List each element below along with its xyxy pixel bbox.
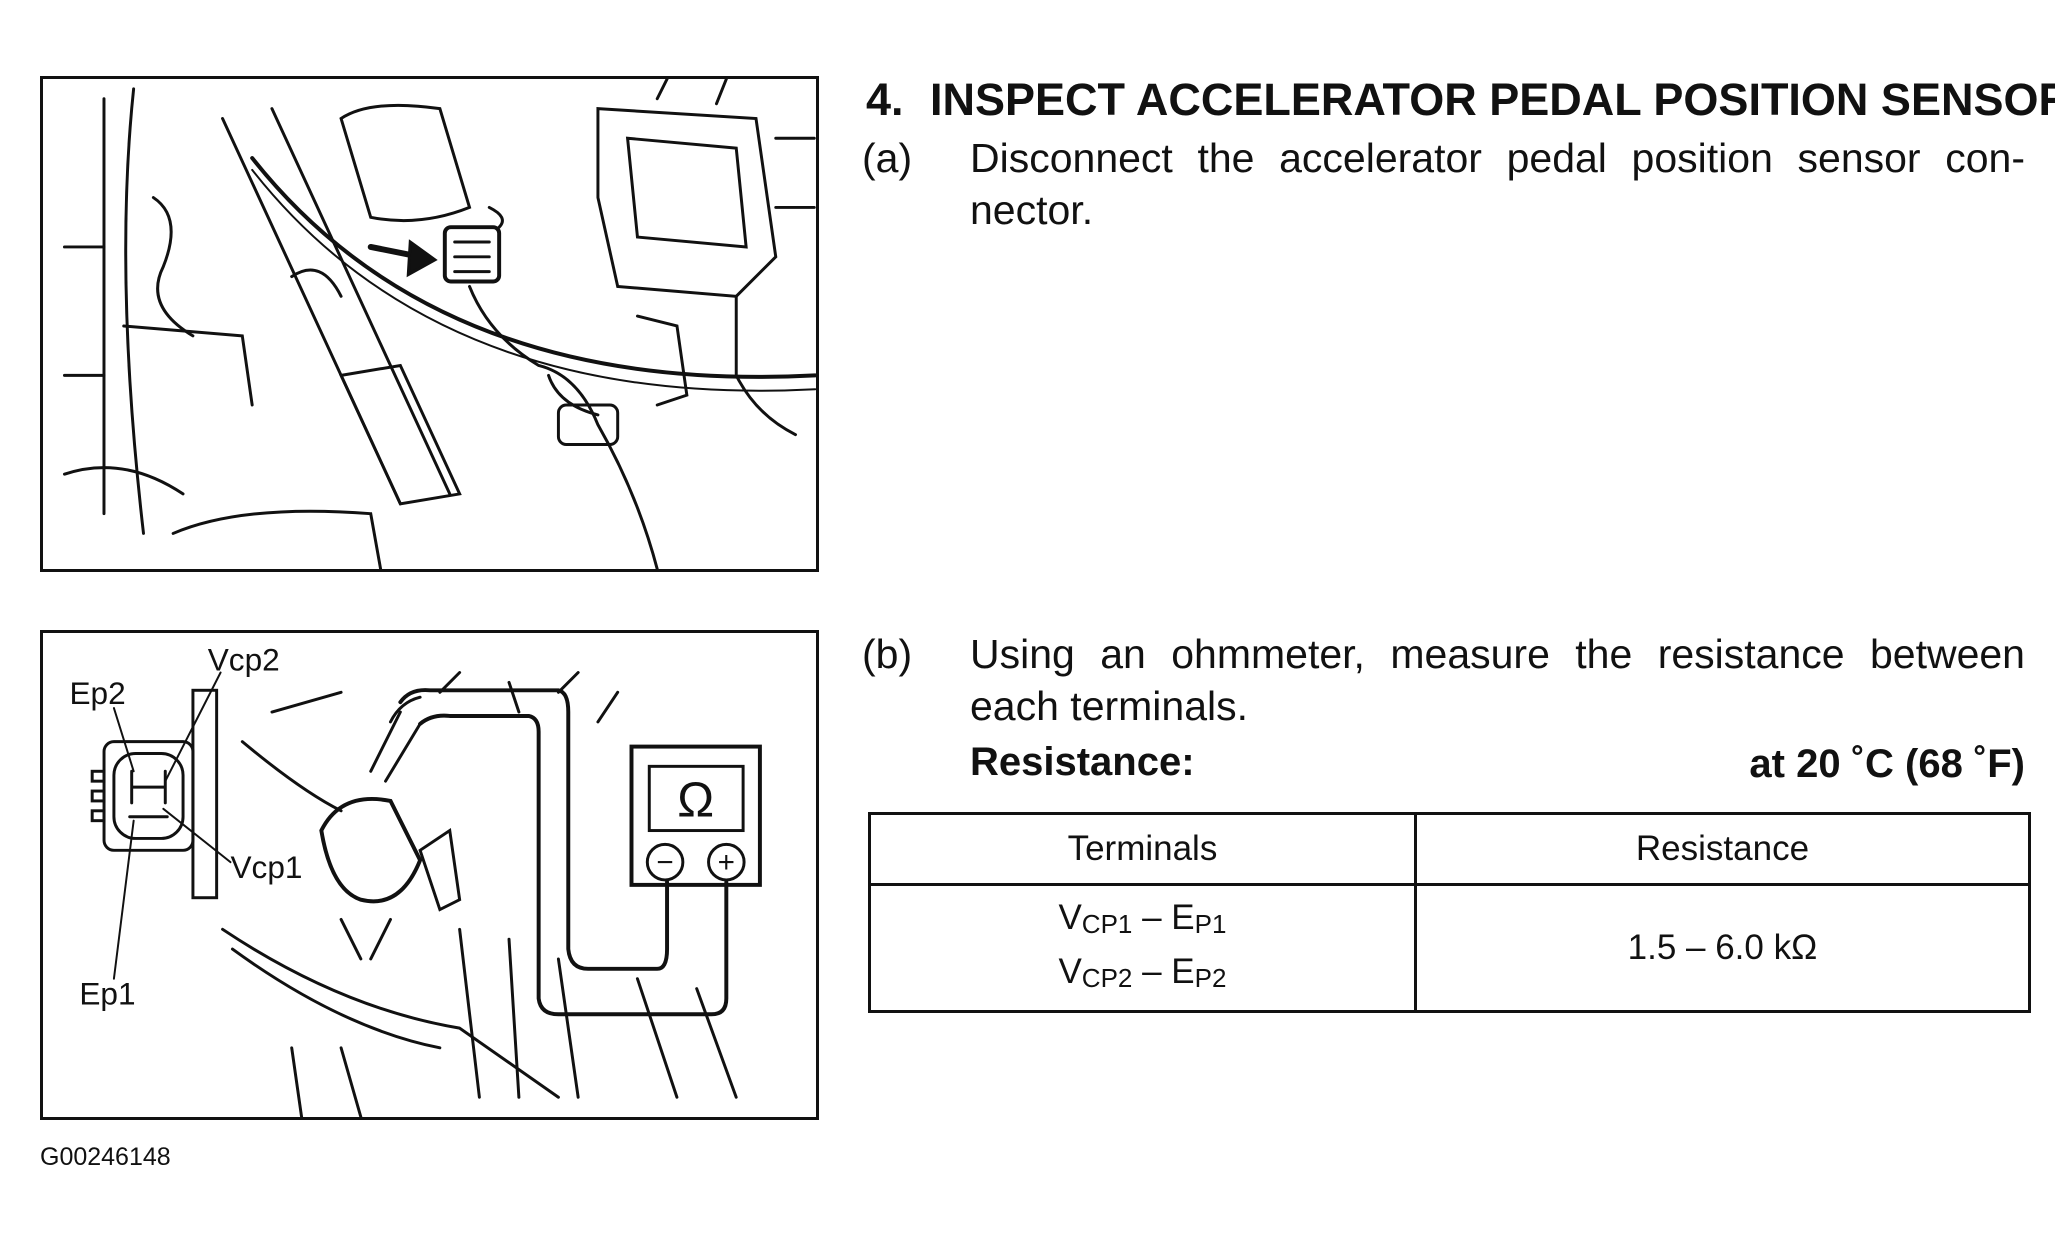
spec-condition: at 20 ˚C (68 ˚F) (1749, 742, 2025, 786)
ohm-symbol: Ω (677, 773, 714, 828)
spec-label: Resistance: (970, 740, 1195, 784)
resistance-value: 1.5 – 6.0 kΩ (1413, 883, 2032, 1013)
plus-terminal: + (718, 846, 735, 879)
label-vcp2: Vcp2 (208, 642, 280, 678)
figure-id: G00246148 (40, 1143, 171, 1171)
table-row: VCP1 – EP1 VCP2 – EP2 1.5 – 6.0 kΩ (868, 883, 2032, 1013)
minus-terminal: − (656, 846, 673, 879)
label-ep2: Ep2 (69, 675, 125, 711)
column-header-terminals: Terminals (868, 812, 1417, 886)
substep-text: Disconnect the accelerator pedal positio… (970, 135, 2025, 233)
label-ep1: Ep1 (79, 975, 135, 1011)
substep-text: Using an ohmmeter, measure the resistanc… (970, 631, 2025, 729)
connector-location-illustration (40, 76, 819, 572)
label-vcp1: Vcp1 (230, 849, 302, 885)
terminals-cell: VCP1 – EP1 VCP2 – EP2 (868, 883, 1417, 1013)
ohmmeter-measurement-illustration: Ep2 Vcp2 Vcp1 Ep1 Ω − + (40, 630, 819, 1120)
step-heading: 4. INSPECT ACCELERATOR PEDAL POSITION SEN… (866, 74, 2055, 126)
column-header-resistance: Resistance (1413, 812, 2032, 886)
substep-label: (b) (862, 631, 913, 677)
terminal-pair: VCP2 – EP2 (1058, 952, 1227, 993)
step-title: INSPECT ACCELERATOR PEDAL POSITION SENSO… (930, 74, 2055, 125)
step-number: 4. (866, 74, 904, 125)
substep-label: (a) (862, 135, 913, 181)
resistance-table: Terminals Resistance VCP1 – EP1 VCP2 – E… (868, 812, 2032, 1013)
terminal-pair: VCP1 – EP1 (1058, 898, 1227, 939)
